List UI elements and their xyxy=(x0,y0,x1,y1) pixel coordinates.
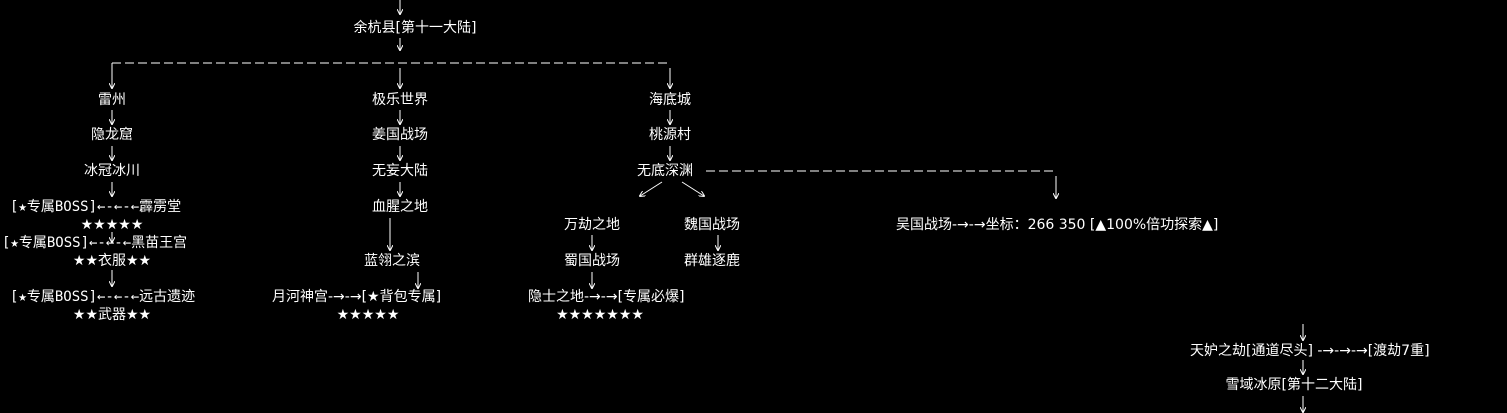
node-wuguo: 吴国战场-→-→坐标：266 350 [▲100%倍功探索▲] xyxy=(896,217,1219,233)
node-weiguo: 魏国战场 xyxy=(684,217,740,233)
node-boss-pilitang: [★专属BOSS]←-←-←霹雳堂 xyxy=(10,199,182,215)
node-leizhou: 雷州 xyxy=(98,92,126,108)
node-haidi: 海底城 xyxy=(649,92,691,108)
node-yinlongku: 隐龙窟 xyxy=(91,127,133,143)
node-bingguan: 冰冠冰川 xyxy=(84,163,140,179)
node-taoyuan: 桃源村 xyxy=(649,127,691,143)
node-jiangguo: 姜国战场 xyxy=(372,127,428,143)
node-lanling: 蓝翎之滨 xyxy=(364,253,420,269)
node-yuehe: 月河神宫-→-→[★背包专属] xyxy=(272,289,442,305)
stars-row-1: ★★★★★ xyxy=(80,217,144,233)
node-boss-heimiao: [★专属BOSS]←-←-←黑苗王宫 xyxy=(2,235,188,251)
stars-row-clothes: ★★衣服★★ xyxy=(72,253,152,269)
node-qunxiong: 群雄逐鹿 xyxy=(684,253,740,269)
stars-row-weapon: ★★武器★★ xyxy=(72,307,152,323)
stars-row-5: ★★★★★★★ xyxy=(556,307,644,323)
node-xueyu: 雪域冰原[第十二大陆] xyxy=(1225,377,1363,393)
node-shuguo: 蜀国战场 xyxy=(564,253,620,269)
node-wanjie: 万劫之地 xyxy=(564,217,620,233)
node-yinshi: 隐士之地-→-→[专属必爆] xyxy=(528,289,685,305)
node-jile: 极乐世界 xyxy=(372,92,428,108)
node-wudi: 无底深渊 xyxy=(637,163,693,179)
node-yuhang: 余杭县[第十一大陆] xyxy=(353,20,477,36)
node-tianyu: 天妒之劫[通道尽头] -→-→-→[渡劫7重] xyxy=(1190,343,1430,359)
stars-row-4: ★★★★★ xyxy=(336,307,400,323)
node-boss-yuangu: [★专属BOSS]←-←-←远古遗迹 xyxy=(10,289,196,305)
node-wuwang: 无妄大陆 xyxy=(372,163,428,179)
node-xuexing: 血腥之地 xyxy=(372,199,428,215)
